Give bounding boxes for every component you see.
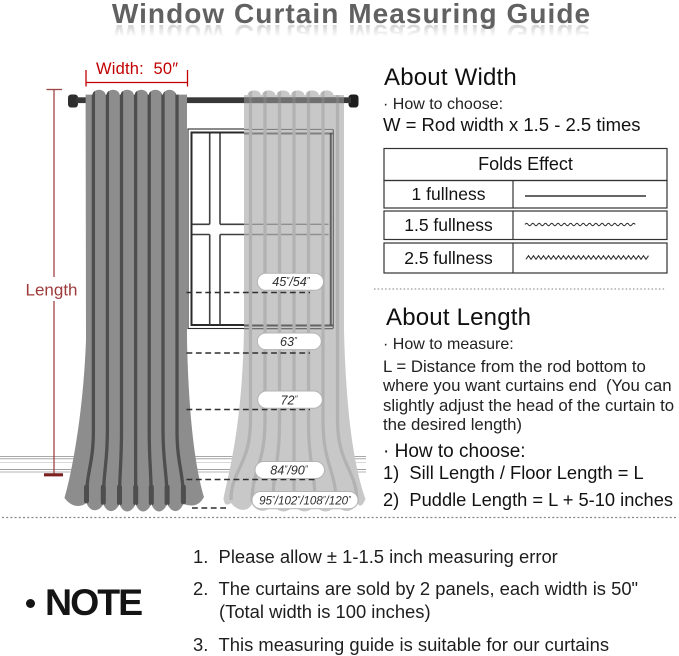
svg-text:Length: Length <box>26 281 78 300</box>
svg-text:Width: 50″: Width: 50″ <box>96 60 178 78</box>
svg-text:63″: 63″ <box>280 335 298 349</box>
svg-text:45″/54″: 45″/54″ <box>272 275 311 289</box>
svg-text:95″/102″/108″/120″: 95″/102″/108″/120″ <box>259 495 352 508</box>
svg-text:72″: 72″ <box>280 393 298 407</box>
svg-text:84″/90″: 84″/90″ <box>270 464 309 478</box>
